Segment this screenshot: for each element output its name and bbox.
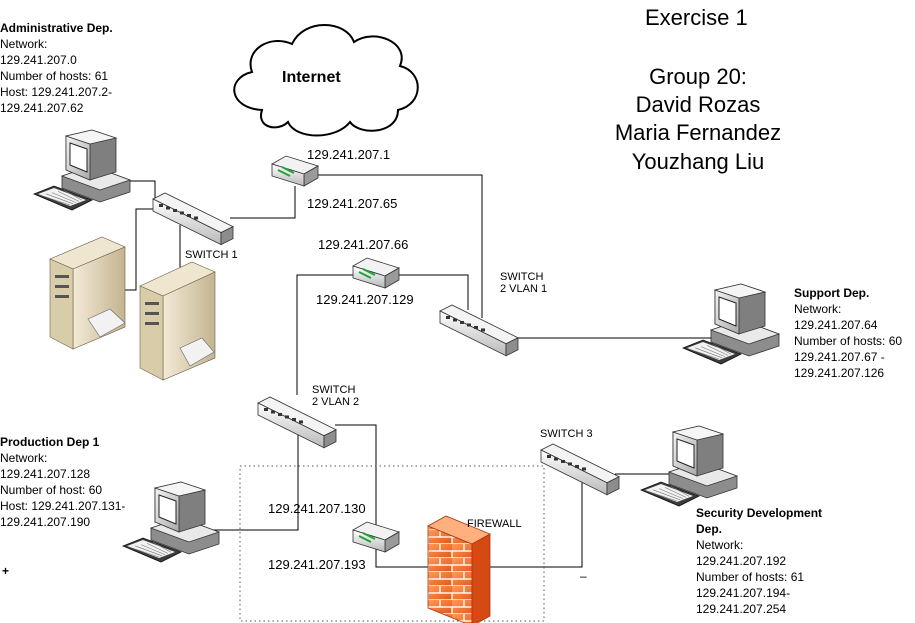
dept-name: Production Dep 1: [0, 435, 100, 449]
dept-line: Number of hosts: 61: [0, 69, 109, 83]
member-name: David Rozas: [635, 92, 761, 117]
production-dep-info: Production Dep 1 Network: 129.241.207.12…: [0, 434, 125, 530]
dept-line: 129.241.207.190: [0, 515, 91, 529]
link-switch1-router1: [230, 186, 296, 219]
switch-icon: [152, 192, 234, 246]
dept-line: Network:: [696, 538, 744, 552]
dept-line: Network:: [794, 302, 842, 316]
switch2-vlan2-label-line2: 2 VLAN 2: [312, 396, 360, 408]
switch-icon: [540, 443, 620, 496]
dept-line: Host: 129.241.207.131-: [0, 499, 126, 513]
dept-line: 129.241.207.67 -: [794, 350, 885, 364]
computer-icon: [639, 425, 739, 507]
dept-line: 129.241.207.194-: [696, 586, 791, 600]
switch-icon: [439, 304, 519, 357]
router2-ip-top: 129.241.207.66: [318, 237, 409, 252]
dept-line: Network:: [0, 451, 48, 465]
security-dep-info: Security Development Dep. Network: 129.2…: [696, 505, 822, 617]
router3-ip-bottom: 129.241.207.193: [268, 557, 366, 572]
dept-name: Administrative Dep.: [0, 21, 113, 35]
internet-label: Internet: [282, 69, 341, 86]
dept-name-cont: Dep.: [696, 522, 723, 536]
router-icon: [352, 257, 400, 289]
dept-line: Number of host: 60: [0, 483, 103, 497]
computer-icon: [681, 283, 781, 365]
switch2-vlan2-label-line1: SWITCH: [312, 384, 356, 396]
administrative-dep-info: Administrative Dep. Network: 129.241.207…: [0, 20, 113, 116]
exercise-title: Exercise 1: [645, 5, 748, 30]
dept-name: Support Dep.: [794, 286, 870, 300]
firewall-label: FIREWALL: [467, 518, 522, 530]
link-switch2-router2: [390, 274, 469, 310]
member-name: Youzhang Liu: [631, 149, 765, 174]
workstations: [32, 129, 781, 563]
switches: [152, 192, 620, 496]
computer-icon: [121, 481, 221, 563]
routers: [271, 155, 400, 553]
link-router1-switch2: [318, 174, 483, 318]
server-icon: [49, 236, 126, 350]
dept-line: 129.241.207.64: [794, 318, 878, 332]
dept-line: 129.241.207.254: [696, 602, 787, 616]
dept-name: Security Development: [696, 506, 823, 520]
computer-icon: [32, 129, 132, 211]
dash-mark: –: [580, 569, 587, 583]
switch2-vlan1-label-line2: 2 VLAN 1: [500, 283, 548, 295]
dept-line: Network:: [0, 37, 48, 51]
internet-cloud-icon: [233, 24, 419, 137]
router1-ip-bottom: 129.241.207.65: [307, 196, 398, 211]
dept-line: Host: 129.241.207.2-: [0, 85, 113, 99]
dept-line: 129.241.207.0: [0, 53, 77, 67]
router-icon: [352, 521, 400, 553]
router-icon: [271, 155, 319, 187]
switch-icon: [257, 396, 337, 449]
router3-ip-top: 129.241.207.130: [268, 501, 366, 516]
member-name: Maria Fernandez: [614, 120, 782, 145]
dept-line: 129.241.207.192: [696, 554, 787, 568]
dept-line: 129.241.207.62: [0, 101, 84, 115]
dept-line: Number of hosts: 60: [794, 334, 903, 348]
server-icon: [139, 261, 216, 381]
dept-line: 129.241.207.126: [794, 366, 885, 380]
firewall-icon: [427, 515, 491, 623]
support-dep-info: Support Dep. Network: 129.241.207.64 Num…: [794, 285, 902, 381]
link-vlan2-router3: [335, 424, 583, 568]
router2-ip-bottom: 129.241.207.129: [316, 292, 414, 307]
router1-ip-top: 129.241.207.1: [307, 147, 391, 162]
link-router2-vlan2: [296, 274, 355, 395]
switch1-label: SWITCH 1: [185, 249, 238, 261]
plus-mark: +: [2, 564, 10, 578]
switch3-label: SWITCH 3: [540, 428, 593, 440]
switch2-vlan1-label-line1: SWITCH: [500, 271, 544, 283]
dept-line: Number of hosts: 61: [696, 570, 805, 584]
group-label: Group 20:: [649, 64, 747, 89]
dept-line: 129.241.207.128: [0, 467, 91, 481]
link-vlan2-production: [205, 432, 299, 531]
